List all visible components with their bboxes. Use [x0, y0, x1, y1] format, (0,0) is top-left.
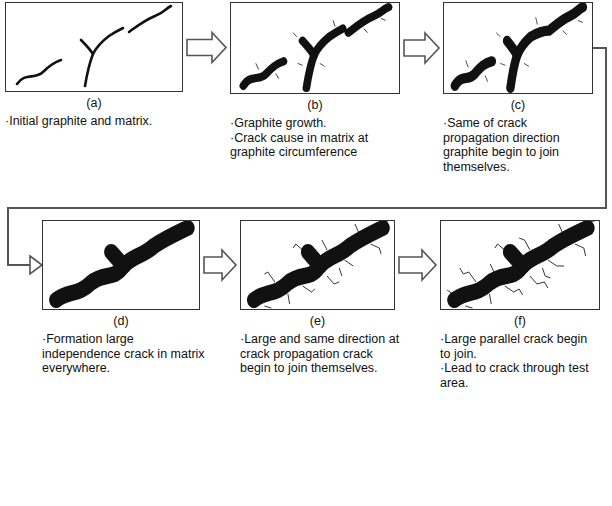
crack-path — [56, 228, 187, 300]
stage-label: (a) — [5, 96, 183, 111]
drawing-group — [466, 17, 583, 81]
crack-path — [510, 7, 582, 88]
stage-note: ·Large parallel crack begin to join. — [440, 332, 600, 362]
crack-path — [85, 28, 123, 86]
stage-note: ·Graphite growth. — [230, 116, 408, 131]
stage-panel: (c)·Same of crack propagation direction … — [443, 2, 593, 94]
caption-group: (e) ·Large and same direction at crack pr… — [240, 314, 405, 376]
stage-label: (e) — [240, 314, 395, 329]
crack-path — [308, 252, 320, 266]
crack-path — [303, 41, 314, 55]
crack-path — [111, 252, 123, 266]
stage-note: ·Large and same direction at crack propa… — [240, 332, 405, 376]
graphite-growth — [230, 2, 400, 94]
block-arrow — [204, 250, 236, 280]
caption-group: (b) ·Graphite growth.·Crack cause in matr… — [230, 98, 408, 160]
stage-panel: (a)·Initial graphite and matrix. — [5, 2, 183, 92]
stage-arrow — [399, 250, 436, 280]
crack-path — [447, 221, 594, 308]
stage-note: ·Lead to crack through test area. — [440, 361, 600, 391]
block-arrow — [404, 33, 439, 63]
drawing-group — [17, 6, 171, 86]
caption-group: (d) ·Formation large independence crack i… — [42, 314, 207, 376]
crack-path — [243, 61, 283, 86]
large-crack — [42, 220, 200, 310]
caption-group: (c) ·Same of crack propagation direction … — [443, 98, 593, 175]
crack-path — [256, 18, 386, 78]
drawing-group — [254, 228, 383, 300]
stage-panel: (d)·Formation large independence crack i… — [42, 220, 200, 310]
stage-label: (d) — [42, 314, 200, 329]
stage-panel: (e)·Large and same direction at crack pr… — [240, 220, 395, 310]
crack-path — [129, 6, 171, 32]
drawing-group — [447, 221, 594, 308]
block-arrow — [399, 250, 436, 280]
crack-path — [264, 221, 388, 308]
crack-path — [17, 60, 61, 84]
graphite-joining — [443, 2, 593, 94]
stage-label: (b) — [230, 98, 400, 113]
crack-through — [440, 220, 600, 310]
stage-note: ·Initial graphite and matrix. — [5, 114, 155, 129]
stage-label: (c) — [443, 98, 593, 113]
crack-path — [254, 228, 383, 300]
stage-note: ·Formation large independence crack in m… — [42, 332, 207, 376]
graphite-initial — [5, 2, 183, 92]
stage-note: ·Crack cause in matrix at graphite circu… — [230, 131, 408, 161]
crack-path — [348, 7, 388, 33]
crack-joining — [240, 220, 395, 310]
block-arrow — [187, 33, 226, 63]
drawing-group — [56, 228, 187, 300]
caption-group: (a)·Initial graphite and matrix. — [5, 96, 155, 129]
stage-arrow — [187, 33, 226, 63]
caption-group: (f) ·Large parallel crack begin to join.·… — [440, 314, 600, 391]
stage-panel: (b)·Graphite growth.·Crack cause in matr… — [230, 2, 400, 94]
stage-arrow — [404, 33, 439, 63]
drawing-group — [264, 221, 388, 308]
stage-label: (f) — [440, 314, 600, 329]
drawing-group — [455, 7, 583, 88]
drawing-group — [243, 7, 388, 88]
crack-path — [510, 252, 523, 266]
crack-path — [507, 41, 517, 55]
stage-panel: (f)·Large parallel crack begin to join.·… — [440, 220, 600, 310]
crack-path — [466, 17, 583, 81]
stage-arrow — [204, 250, 236, 280]
stage-note: ·Same of crack propagation direction gra… — [443, 116, 593, 175]
crack-path — [455, 61, 492, 86]
crack-path — [81, 40, 93, 54]
drawing-group — [256, 18, 386, 78]
arrow-head — [30, 256, 42, 274]
